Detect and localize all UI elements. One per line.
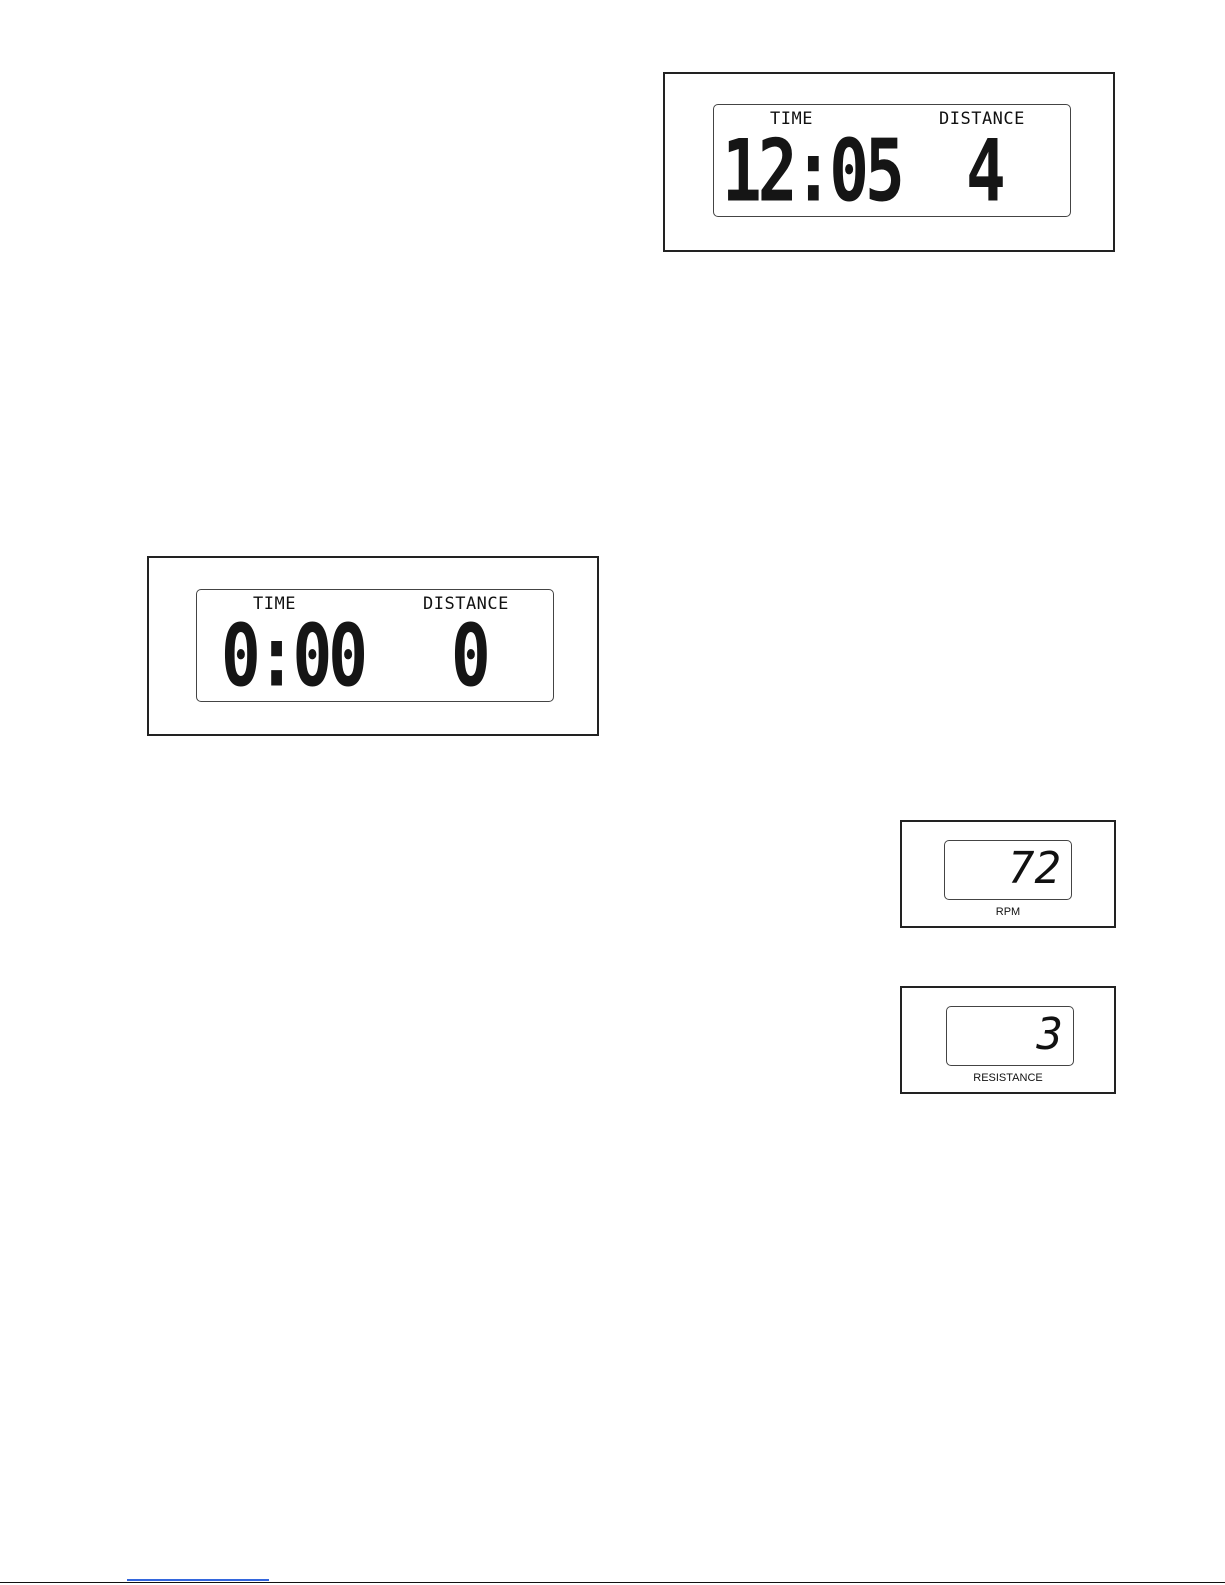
resistance-lcd-screen: 3	[946, 1006, 1074, 1066]
footer-rule	[0, 1582, 1225, 1583]
resistance-display-panel: 3 RESISTANCE	[900, 986, 1116, 1094]
console-display-panel-top: TIME DISTANCE 12:05 4	[663, 72, 1115, 252]
console-display-panel-middle: TIME DISTANCE 0:00 0	[147, 556, 599, 736]
rpm-label: RPM	[902, 906, 1114, 918]
footer-link-underline	[127, 1579, 269, 1581]
rpm-lcd-screen: 72	[944, 840, 1072, 900]
rpm-display-panel: 72 RPM	[900, 820, 1116, 928]
lcd-screen-top: TIME DISTANCE 12:05 4	[713, 104, 1071, 217]
time-value: 12:05	[722, 129, 901, 215]
resistance-label: RESISTANCE	[902, 1072, 1114, 1084]
distance-value: 4	[966, 129, 1002, 215]
rpm-value: 72	[1008, 847, 1061, 891]
lcd-screen-middle: TIME DISTANCE 0:00 0	[196, 589, 554, 702]
time-value: 0:00	[221, 614, 364, 700]
resistance-value: 3	[1037, 1013, 1064, 1057]
distance-value: 0	[451, 614, 487, 700]
